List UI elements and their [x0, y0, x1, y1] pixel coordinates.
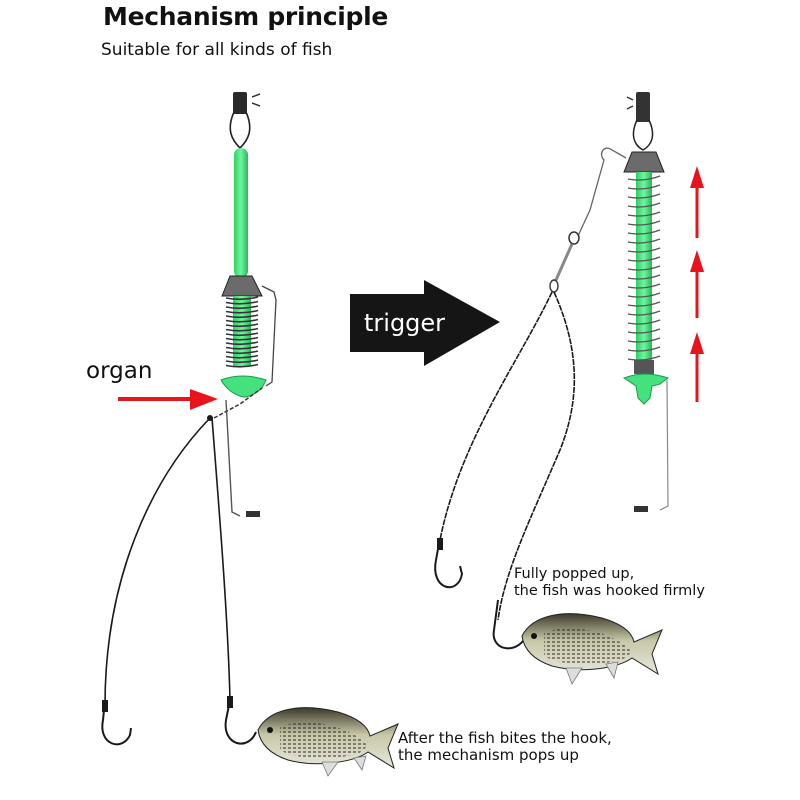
page-title: Mechanism principle — [103, 2, 389, 31]
spring-coil — [225, 296, 259, 301]
spring-coil — [225, 323, 259, 328]
fish-icon — [521, 613, 663, 685]
spring-coil — [627, 175, 661, 181]
extended-spring — [627, 175, 661, 361]
spring-coil — [627, 184, 661, 190]
spring-coil — [627, 211, 661, 217]
spring-coil — [627, 220, 661, 226]
fish-icon — [257, 707, 399, 777]
spring-coil — [627, 346, 661, 352]
after-rig — [434, 92, 704, 685]
spring-coil — [627, 301, 661, 307]
small-weight — [634, 506, 648, 512]
caption-line: After the fish bites the hook, — [398, 729, 612, 747]
spring-coil — [627, 283, 661, 289]
spring-coil — [225, 318, 259, 323]
caption-fully-popped: Fully popped up, the fish was hooked fir… — [514, 566, 705, 600]
organ-pointer-arrow — [118, 389, 218, 410]
caption-fish-bites: After the fish bites the hook, the mecha… — [398, 730, 612, 764]
spring-coil — [627, 247, 661, 253]
spring-coil — [627, 319, 661, 325]
spring-coil — [225, 300, 259, 305]
spring-coil — [225, 363, 259, 368]
spring-coil — [627, 238, 661, 244]
spring-coil — [627, 355, 661, 361]
before-rig — [101, 92, 399, 777]
green-rod — [234, 148, 248, 278]
spring-coil — [627, 229, 661, 235]
caption-line: the mechanism pops up — [398, 746, 579, 764]
spring-coil — [225, 314, 259, 319]
spring-coil — [225, 341, 259, 346]
hook-icon — [101, 699, 132, 746]
spring-coil — [225, 354, 259, 359]
spring-coil — [627, 292, 661, 298]
hook-icon — [224, 699, 257, 745]
spring-coil — [225, 359, 259, 364]
swivel-clip-icon — [626, 92, 654, 151]
spring-coil — [225, 309, 259, 314]
spring-coil — [627, 274, 661, 280]
swivel-clip-icon — [229, 92, 261, 150]
spring-coil — [225, 327, 259, 332]
small-weight — [246, 511, 260, 517]
hook-icon — [434, 537, 464, 589]
spring-coil — [627, 310, 661, 316]
spring-coil — [627, 337, 661, 343]
spring-coil — [225, 350, 259, 355]
spring-coil — [225, 332, 259, 337]
spring-coil — [627, 265, 661, 271]
trigger-arrow[interactable]: trigger — [350, 280, 500, 366]
spring-top-cap — [221, 275, 263, 297]
pop-up-arrows — [690, 166, 704, 402]
spring-coil — [627, 193, 661, 199]
compressed-spring — [225, 296, 259, 368]
trigger-label: trigger — [364, 309, 445, 337]
spring-coil — [225, 336, 259, 341]
trigger-base — [220, 375, 267, 398]
spring-coil — [627, 328, 661, 334]
caption-line: the fish was hooked firmly — [514, 583, 705, 599]
spring-coil — [225, 305, 259, 310]
caption-line: Fully popped up, — [514, 566, 635, 582]
spring-coil — [627, 256, 661, 262]
organ-label: organ — [86, 358, 153, 384]
page-subtitle: Suitable for all kinds of fish — [101, 40, 333, 60]
spring-coil — [627, 202, 661, 208]
spring-coil — [225, 345, 259, 350]
